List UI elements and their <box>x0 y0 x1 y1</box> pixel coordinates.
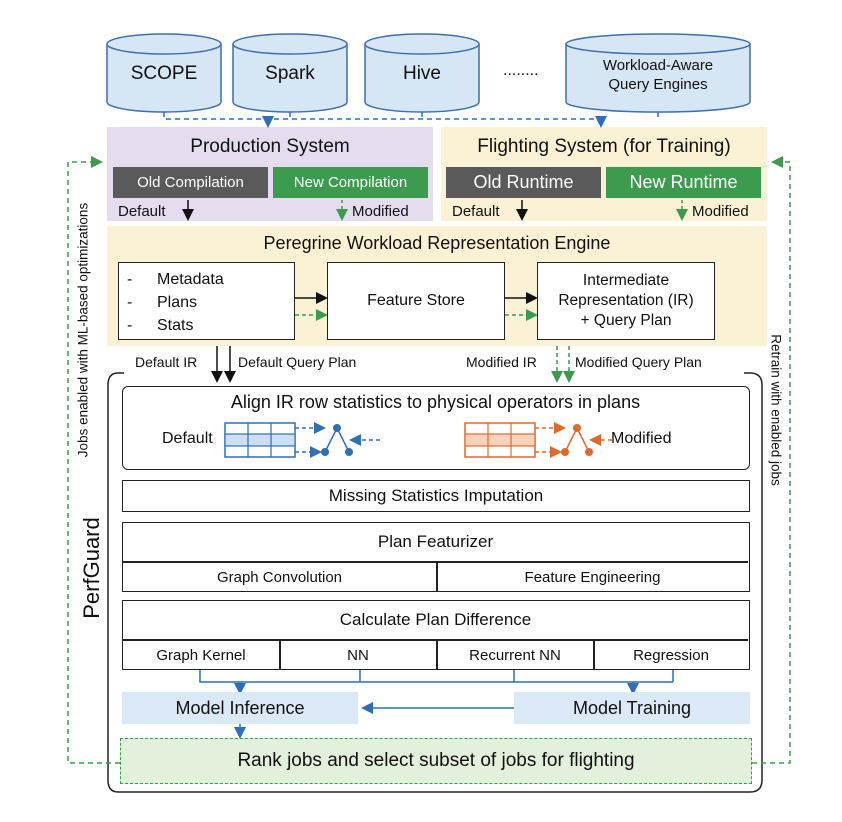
modified-plan-label: Modified Query Plan <box>575 354 702 370</box>
ir-line3: + Query Plan <box>580 312 672 329</box>
missing-stats-box: Missing Statistics Imputation <box>122 480 750 512</box>
model-training-box: Model Training <box>514 692 750 724</box>
production-default-label: Default <box>118 203 166 220</box>
workload-aware-line2: Query Engines <box>608 76 708 93</box>
flighting-modified-label: Modified <box>692 203 749 220</box>
ir-line1: Intermediate <box>582 272 670 289</box>
graph-kernel-cell: Graph Kernel <box>156 646 246 664</box>
perfguard-label: PerfGuard <box>79 517 104 619</box>
scope-cylinder <box>106 44 222 113</box>
new-compilation-box: New Compilation <box>273 167 428 198</box>
default-plan-label: Default Query Plan <box>238 354 357 370</box>
meta-bullet-3: - <box>127 317 133 334</box>
spark-cylinder <box>232 44 348 113</box>
plan-featurizer-title: Plan Featurizer <box>377 532 494 551</box>
meta-item-plans: Plans <box>157 294 198 311</box>
new-runtime-box: New Runtime <box>606 167 761 198</box>
default-table-icon <box>224 422 296 458</box>
production-title: Production System <box>190 136 350 157</box>
workload-aware-cylinder <box>565 44 751 113</box>
right-side-label: Retrain with enabled jobs <box>768 334 784 486</box>
graph-convolution-cell: Graph Convolution <box>216 568 343 586</box>
regression-cell: Regression <box>633 646 709 664</box>
left-side-label: Jobs enabled with ML-based optimizations <box>75 202 91 458</box>
modified-ir-label: Modified IR <box>466 354 537 370</box>
hive-cylinder <box>364 44 480 113</box>
feature-store-box: Feature Store <box>327 262 505 340</box>
engine-hive-label: Hive <box>402 63 441 84</box>
workload-aware-line1: Workload-Aware <box>602 57 714 74</box>
old-runtime-box: Old Runtime <box>446 167 601 198</box>
metadata-box: - Metadata - Plans - Stats <box>118 262 295 340</box>
rank-jobs-box: Rank jobs and select subset of jobs for … <box>120 738 752 784</box>
default-ir-label: Default IR <box>135 354 198 370</box>
engine-workload-aware-label: Workload-Aware Query Engines <box>566 52 750 98</box>
production-modified-label: Modified <box>352 203 409 220</box>
flighting-title: Flighting System (for Training) <box>477 136 731 157</box>
engine-ellipsis: ........ <box>503 62 539 79</box>
modified-table-icon <box>464 422 536 458</box>
engine-scope-label: SCOPE <box>130 63 198 84</box>
meta-item-metadata: Metadata <box>157 271 224 288</box>
align-title: Align IR row statistics to physical oper… <box>230 392 641 412</box>
recurrent-nn-cell: Recurrent NN <box>469 646 561 664</box>
old-compilation-box: Old Compilation <box>113 167 268 198</box>
feature-engineering-cell: Feature Engineering <box>524 568 661 586</box>
plan-difference-title: Calculate Plan Difference <box>339 610 532 629</box>
ir-line2: Representation (IR) <box>558 292 694 309</box>
align-modified-label: Modified <box>611 430 672 447</box>
plan-featurizer-box: Plan Featurizer Graph Convolution Featur… <box>122 522 750 592</box>
meta-bullet-2: - <box>127 294 133 311</box>
align-box: Align IR row statistics to physical oper… <box>122 386 750 470</box>
meta-item-stats: Stats <box>157 317 194 334</box>
nn-cell: NN <box>347 646 369 664</box>
align-default-label: Default <box>162 430 213 447</box>
model-inference-box: Model Inference <box>122 692 358 724</box>
peregrine-title: Peregrine Workload Representation Engine <box>263 233 611 253</box>
ir-box: Intermediate Representation (IR) + Query… <box>537 262 715 340</box>
engine-spark-label: Spark <box>265 63 315 84</box>
flighting-default-label: Default <box>452 203 500 220</box>
meta-bullet-1: - <box>127 271 133 288</box>
plan-difference-box: Calculate Plan Difference Graph Kernel N… <box>122 600 750 670</box>
